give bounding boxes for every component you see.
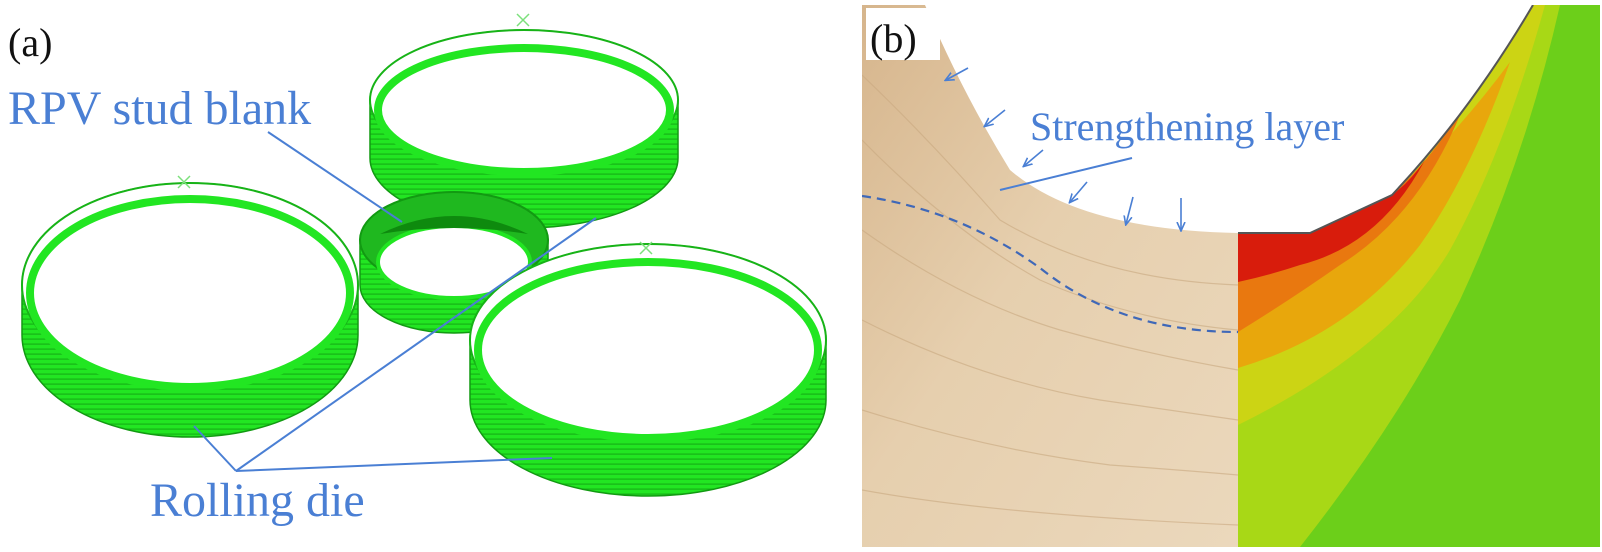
layer-leader xyxy=(999,157,1133,191)
blank-callout: RPV stud blank xyxy=(8,82,311,135)
panel-a-label: (a) xyxy=(8,20,52,65)
layer-callout: Strengthening layer xyxy=(1030,104,1344,149)
rolling-die-top xyxy=(369,13,679,229)
die-leader-center xyxy=(235,217,597,472)
panel-b-label: (b) xyxy=(870,16,917,61)
panel-b-label-bg xyxy=(866,8,940,60)
rolling-die-left xyxy=(21,175,359,438)
fe-contour xyxy=(1238,5,1600,547)
die-leader-left xyxy=(193,425,237,472)
leader-lines-a xyxy=(193,131,597,472)
rolling-die-right xyxy=(469,241,827,497)
panel-a: (a) RPV stud blank Rolling die xyxy=(8,13,827,527)
die-callout: Rolling die xyxy=(150,474,365,527)
die-leader-right xyxy=(235,457,553,472)
surface-arrows xyxy=(946,67,1181,230)
stud-blank xyxy=(359,191,549,334)
layer-boundary xyxy=(862,194,1239,334)
blank-leader xyxy=(267,131,403,223)
micrograph xyxy=(862,5,1239,547)
panel-b: (b) Strengthening layer xyxy=(862,5,1600,547)
